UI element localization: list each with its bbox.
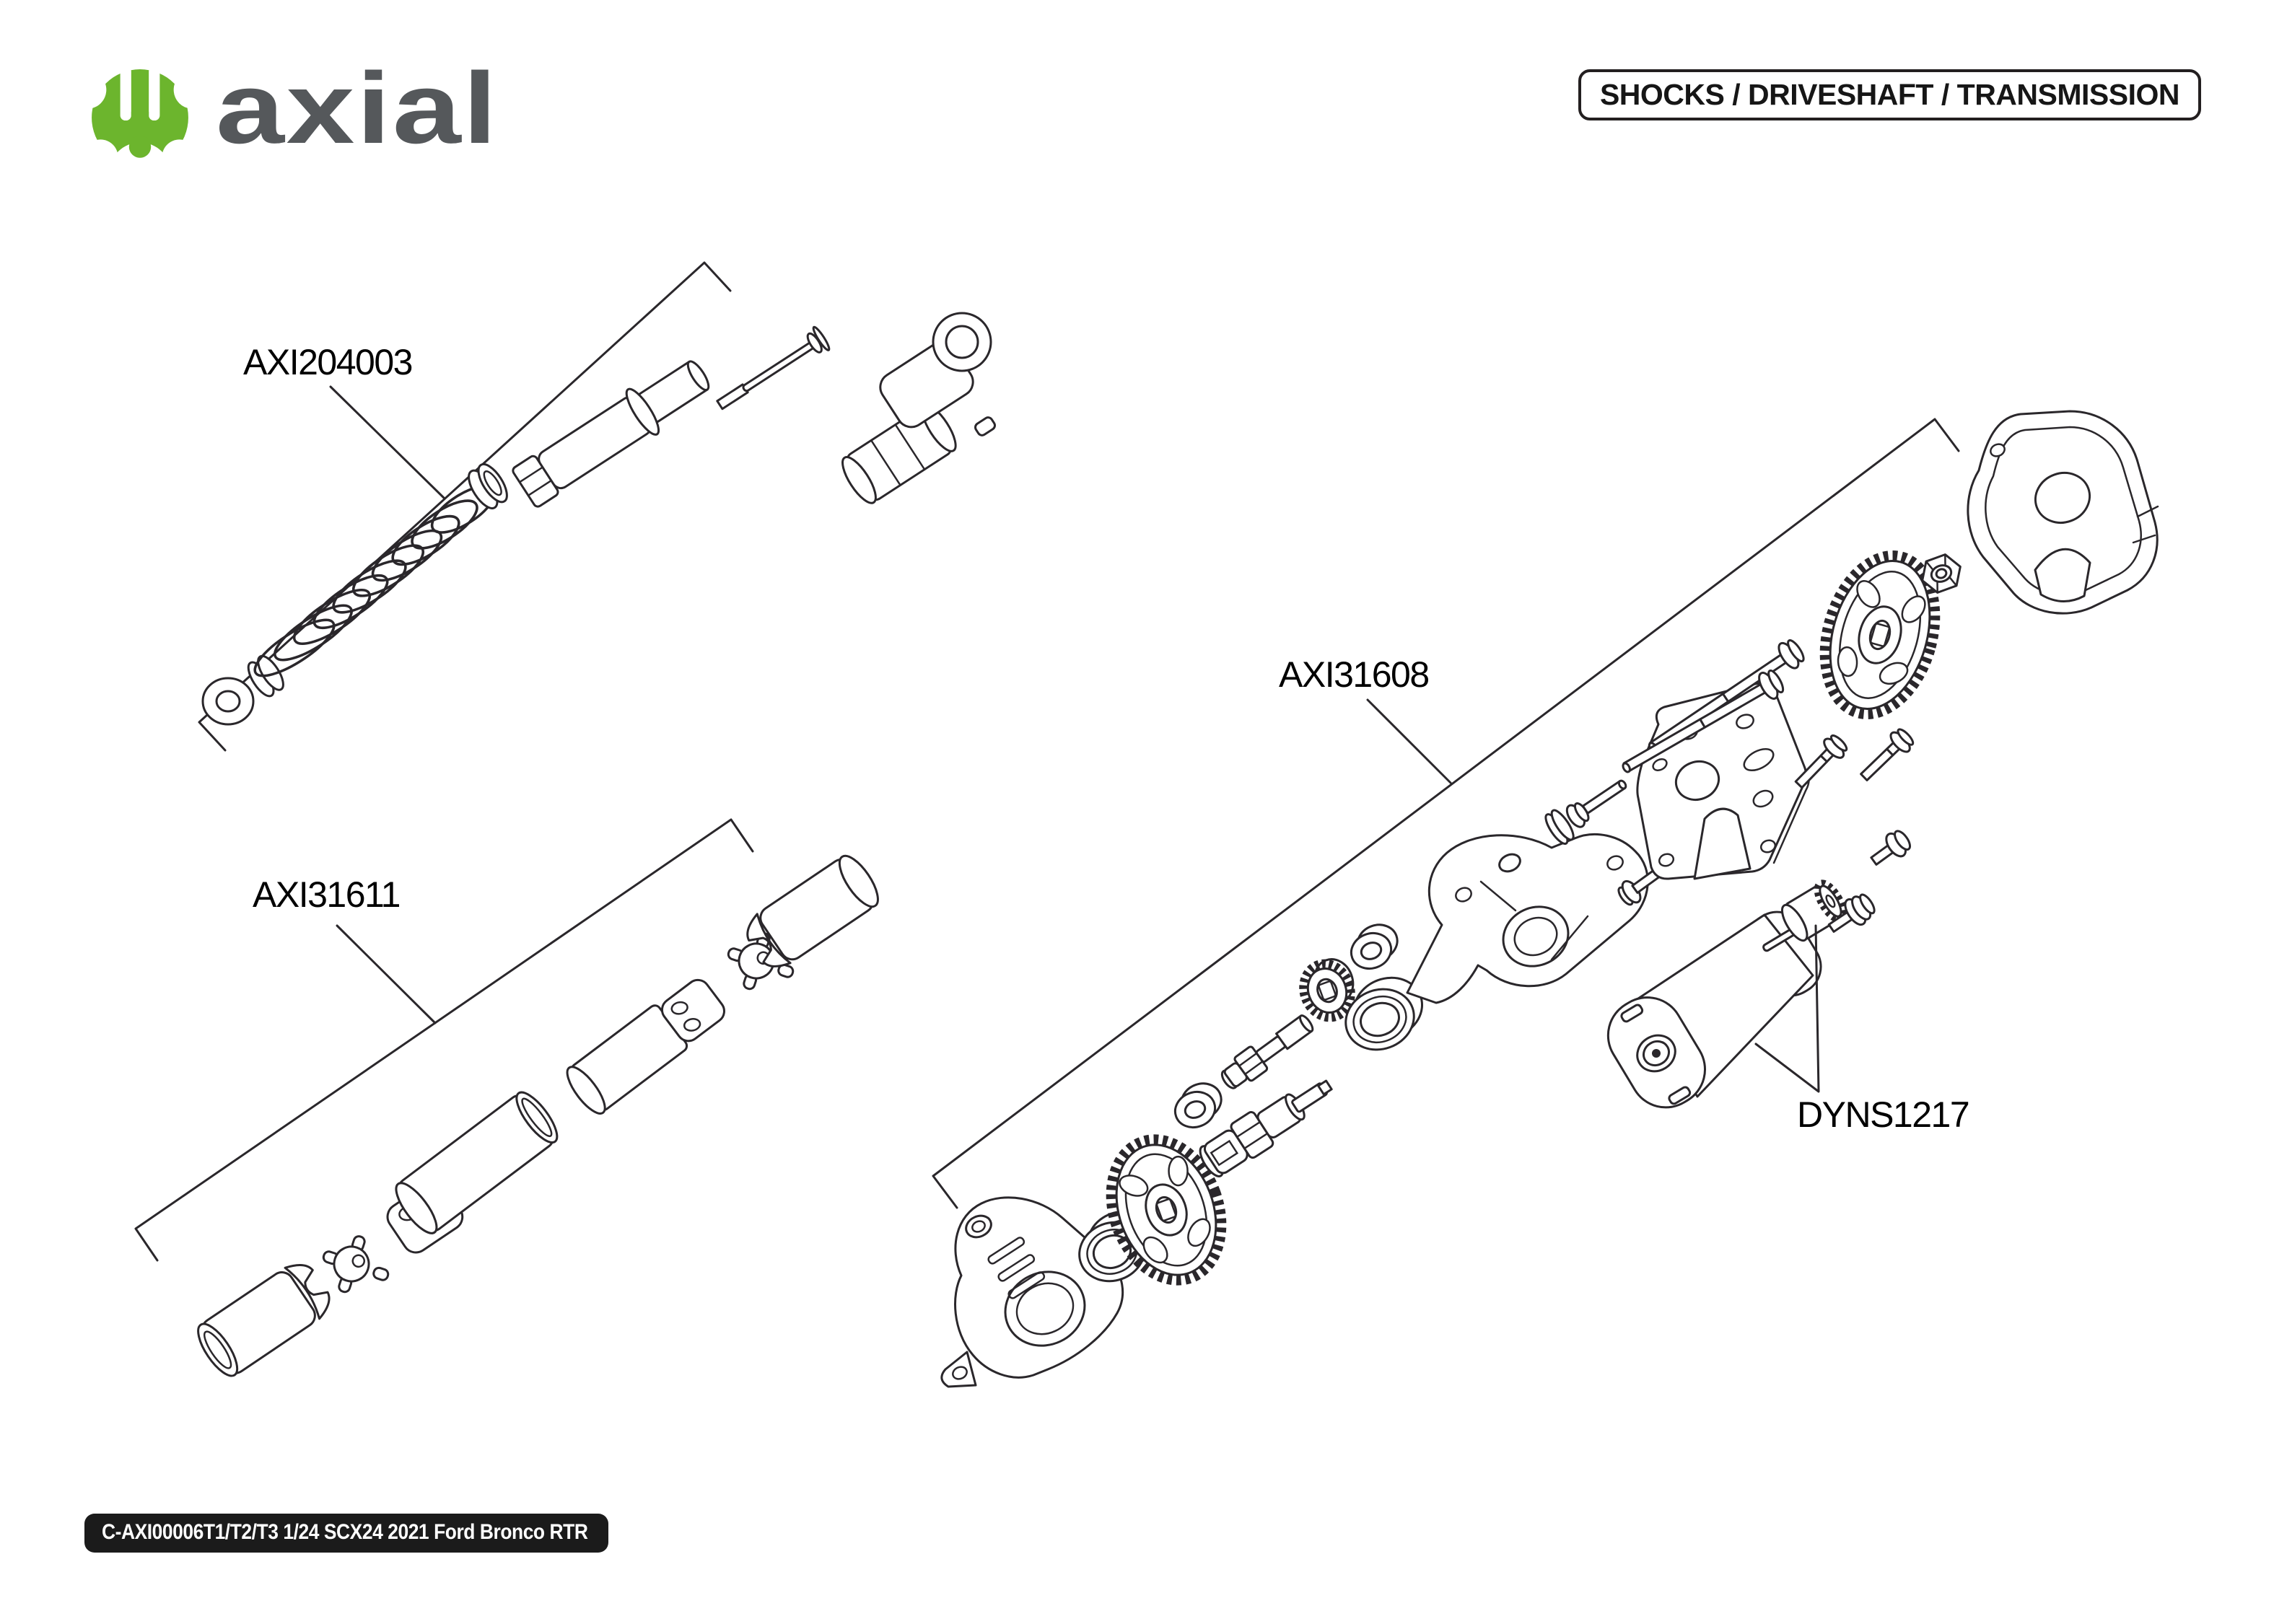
spur-gear-main [1106, 1134, 1227, 1286]
page-title: SHOCKS / DRIVESHAFT / TRANSMISSION [1578, 69, 2201, 120]
output-shaft [1199, 1079, 1333, 1177]
motor-leader-lines [1754, 924, 1820, 1093]
shock-shaft [716, 325, 831, 411]
driveshaft-tube [395, 1091, 559, 1234]
spur-gear-top [1819, 550, 1941, 719]
bearing-small-c [1350, 923, 1399, 970]
driveshaft-cup-yoke-a [197, 1264, 331, 1377]
shock-spring-collar [468, 463, 508, 509]
part-label-driveshaft: AXI31611 [253, 874, 400, 915]
gearbox-housing-b [1406, 833, 1649, 1004]
driveshaft-cross-pin-a [322, 1235, 390, 1294]
transmission-leader-line [1366, 698, 1452, 784]
bearing-large-d [1344, 976, 1424, 1051]
shock-bracket-line [198, 261, 732, 752]
shock-cap [841, 312, 997, 504]
pinion-gear [1780, 879, 1847, 942]
shock-spring [253, 485, 497, 677]
bearing-small-b [1173, 1082, 1223, 1129]
transmission-exploded-diagram: AXI31608 DYNS1217 [932, 410, 2159, 1388]
motor-cover [1967, 410, 2159, 615]
transmission-bracket-line [932, 418, 1960, 1209]
part-label-motor: DYNS1217 [1797, 1094, 1969, 1135]
brand-logo: axial [89, 58, 497, 170]
driveshaft-cup-yoke-c [746, 854, 879, 967]
gearbox-housing-a [940, 1196, 1124, 1388]
lock-nut [1921, 553, 1962, 594]
axial-gear-icon [89, 68, 191, 170]
driveshaft-bracket-line [134, 818, 754, 1262]
screw-medium-c [1794, 734, 1848, 789]
driveshaft-exploded-diagram: AXI31611 [134, 818, 879, 1377]
document-code-badge: C-AXI00006T1/T2/T3 1/24 SCX24 2021 Ford … [84, 1514, 608, 1553]
idler-shaft [1220, 1014, 1314, 1089]
part-label-transmission: AXI31608 [1279, 654, 1429, 695]
brand-wordmark: axial [216, 51, 499, 164]
driveshaft-splined-shaft [566, 978, 725, 1115]
shock-exploded-diagram: AXI204003 [198, 261, 997, 752]
screw-button [1870, 830, 1912, 866]
shock-rod-end [201, 654, 284, 726]
part-label-shock: AXI204003 [243, 342, 412, 382]
driveshaft-leader-line [336, 924, 437, 1024]
pinion-screw [1827, 893, 1876, 933]
shock-leader-line [329, 385, 446, 500]
cluster-gear [1299, 958, 1355, 1022]
screw-long-b [1622, 669, 1785, 773]
shock-body [512, 360, 710, 508]
screw-medium-d [1860, 728, 1915, 781]
document-code-text: C-AXI00006T1/T2/T3 1/24 SCX24 2021 Ford … [102, 1520, 588, 1544]
washer-and-screw [1544, 779, 1627, 845]
